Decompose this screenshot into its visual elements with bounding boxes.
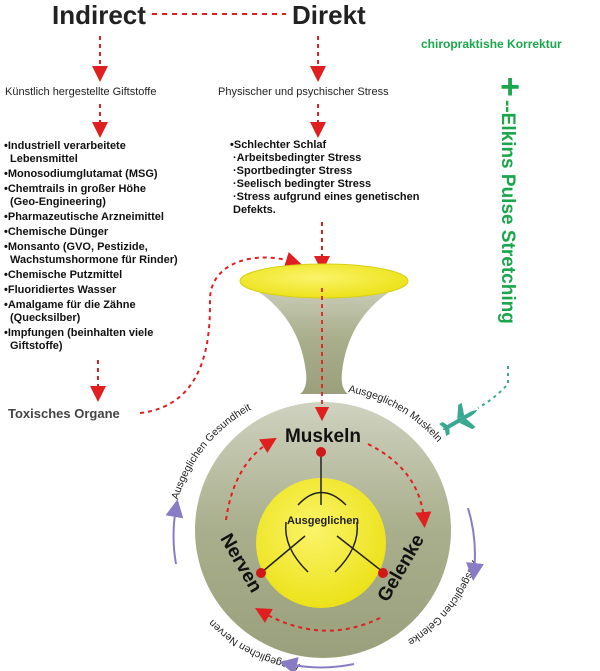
- list-item: ·Sportbedingter Stress: [233, 165, 352, 177]
- label-muskeln: Muskeln: [285, 426, 361, 447]
- nerven-node: [256, 568, 266, 578]
- list-item: •Pharmazeutische Arzneimittel: [4, 211, 164, 223]
- toxic-organ-label: Toxisches Organe: [8, 406, 120, 421]
- list-item: ·Arbeitsbedingter Stress: [233, 152, 361, 164]
- list-item: •Chemische Dünger: [4, 226, 109, 238]
- arrow-toxic-to-funnel: [139, 252, 302, 414]
- list-item: •Schlechter Schlaf: [230, 139, 327, 151]
- list-item: •Amalgame für die Zähne: [4, 299, 136, 311]
- list-item: •Impfungen (beinhalten viele: [4, 327, 153, 339]
- vessel: [195, 263, 451, 658]
- list-item: •Chemische Putzmittel: [4, 269, 122, 281]
- cycle-arrow-right: [466, 507, 484, 581]
- cycle-arrow-bottom: [279, 657, 355, 671]
- list-item: Defekts.: [233, 204, 276, 216]
- arrow-muskeln-to-gelenke: [367, 443, 432, 528]
- inner-circle: [256, 478, 386, 608]
- list-item: ·Stress aufgrund eines genetischen: [233, 191, 420, 203]
- cycle-arrow-left: [165, 499, 184, 565]
- heading-indirect: Indirect: [52, 0, 146, 30]
- list-item: Giftstoffe): [10, 340, 63, 352]
- plus-icon: +: [500, 68, 520, 106]
- green-dash-to-plane: [477, 385, 507, 409]
- vessel-neck: [240, 281, 408, 394]
- direkt-list: •Schlechter Schlaf ·Arbeitsbedingter Str…: [230, 139, 420, 216]
- heading-direkt: Direkt: [292, 0, 366, 30]
- list-item: Wachstumshormone für Rinder): [10, 254, 178, 266]
- list-item: •Chemtrails in großer Höhe: [4, 183, 146, 195]
- indirect-subtitle: Künstlich hergestellte Giftstoffe: [5, 86, 156, 98]
- list-item: •Monsanto (GVO, Pestizide,: [4, 241, 148, 253]
- elkins-label: --Elkins Pulse Stretching: [497, 100, 518, 324]
- list-item: (Geo-Engineering): [10, 196, 106, 208]
- center-label: Ausgeglichen: [287, 515, 359, 527]
- funnel-rim: [239, 263, 409, 299]
- airplane-icon: [439, 402, 478, 437]
- list-item: •Monosodiumglutamat (MSG): [4, 168, 158, 180]
- list-item: •Fluoridiertes Wasser: [4, 284, 117, 296]
- chiro-label: chiropraktishe Korrektur: [421, 37, 562, 51]
- list-item: ·Seelisch bedingter Stress: [233, 178, 371, 190]
- direkt-subtitle: Physischer und psychischer Stress: [218, 86, 389, 98]
- list-item: (Quecksilber): [10, 312, 81, 324]
- balance-structure: [261, 452, 384, 573]
- list-item: •Industriell verarbeitete: [4, 140, 126, 152]
- indirect-list: •Industriell verarbeitete Lebensmittel •…: [4, 140, 178, 352]
- list-item: Lebensmittel: [10, 153, 78, 165]
- gelenke-node: [378, 568, 388, 578]
- arrow-nerven-to-muskeln: [225, 437, 277, 521]
- muskeln-node: [316, 447, 326, 457]
